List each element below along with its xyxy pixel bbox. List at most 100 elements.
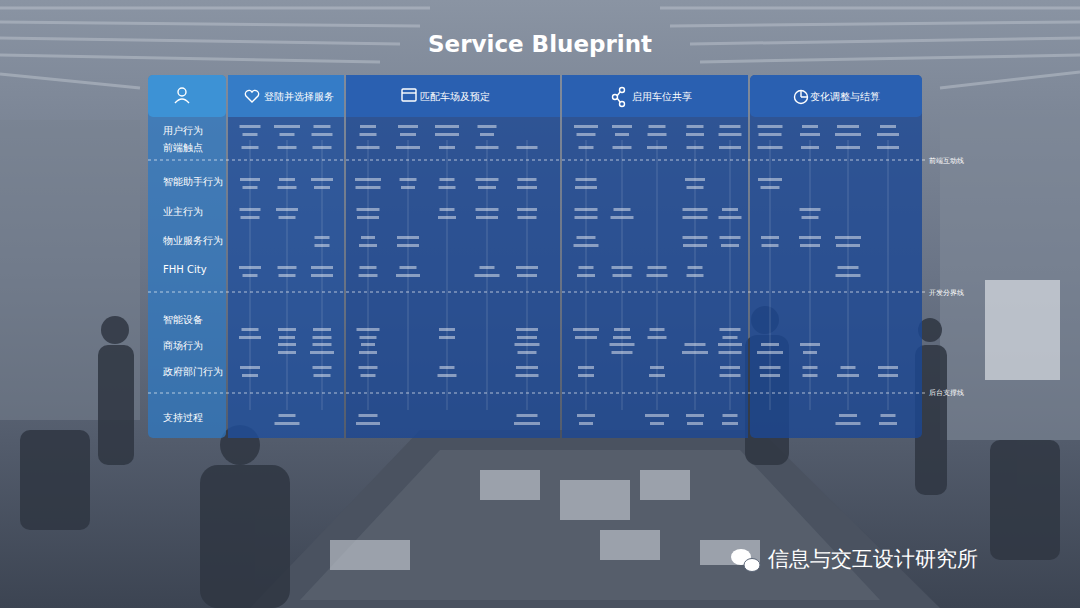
cell-text-mark — [577, 133, 596, 136]
cell-text-mark — [647, 146, 667, 149]
cell-text-mark — [243, 133, 258, 136]
flow-line — [810, 140, 811, 410]
cell-text-mark — [839, 414, 857, 417]
cell-text-mark — [577, 274, 595, 277]
cell-text-mark — [613, 274, 632, 277]
cell-text-mark — [313, 146, 332, 149]
row-label: FHH City — [163, 264, 207, 276]
cell-text-mark — [877, 146, 899, 149]
cell-text-mark — [841, 366, 856, 369]
cell-text-mark — [435, 133, 459, 136]
cell-text-mark — [836, 422, 861, 425]
cell-text-mark — [879, 422, 897, 425]
cell-text-mark — [650, 422, 664, 425]
cell-text-mark — [518, 178, 537, 181]
cell-text-mark — [575, 216, 598, 219]
cell-text-mark — [516, 266, 538, 269]
cell-text-mark — [239, 336, 261, 339]
cell-text-mark — [760, 374, 780, 377]
cell-text-mark — [645, 414, 669, 417]
cell-text-mark — [573, 328, 599, 331]
cell-text-mark — [400, 178, 417, 181]
cell-text-mark — [361, 343, 375, 346]
cell-text-mark — [361, 236, 375, 239]
cell-text-mark — [574, 244, 599, 247]
cell-text-mark — [683, 244, 707, 247]
cell-text-mark — [686, 414, 704, 417]
cell-text-mark — [439, 186, 456, 189]
cell-text-mark — [720, 236, 741, 239]
cell-text-mark — [683, 236, 708, 239]
cell-text-mark — [685, 178, 705, 181]
watermark: 信息与交互设计研究所 — [768, 547, 978, 572]
cell-text-mark — [278, 351, 296, 354]
cell-text-mark — [761, 186, 780, 189]
cell-text-mark — [243, 186, 258, 189]
cell-text-mark — [762, 244, 779, 247]
stage-heading: 启用车位共享 — [632, 91, 748, 103]
cell-text-mark — [240, 178, 260, 181]
cell-text-mark — [440, 366, 455, 369]
cell-text-mark — [278, 343, 296, 346]
stage-panel: 登陆并选择服务 — [228, 75, 344, 438]
cell-text-mark — [614, 208, 631, 211]
cell-text-mark — [577, 236, 596, 239]
cell-text-mark — [687, 146, 704, 149]
cell-text-mark — [314, 374, 331, 377]
cell-text-mark — [761, 343, 779, 346]
cell-text-mark — [579, 266, 594, 269]
cell-text-mark — [400, 266, 417, 269]
cell-text-mark — [761, 236, 779, 239]
cell-text-mark — [574, 125, 598, 128]
cell-text-mark — [722, 422, 738, 425]
cell-text-mark — [439, 328, 455, 331]
cell-text-mark — [241, 216, 260, 219]
cell-text-mark — [480, 266, 495, 269]
cell-text-mark — [718, 343, 742, 346]
cell-text-mark — [315, 236, 330, 239]
cell-text-mark — [803, 351, 817, 354]
cell-text-mark — [438, 374, 457, 377]
stage-panel: 启用车位共享 — [562, 75, 748, 438]
cell-text-mark — [397, 244, 419, 247]
cell-text-mark — [314, 186, 330, 189]
cell-text-mark — [438, 216, 456, 219]
cell-text-mark — [721, 244, 739, 247]
cell-text-mark — [837, 125, 859, 128]
cell-text-mark — [359, 244, 377, 247]
cell-text-mark — [836, 274, 861, 277]
cell-text-mark — [647, 274, 668, 277]
cell-text-mark — [682, 351, 708, 354]
cell-text-mark — [577, 414, 595, 417]
cell-text-mark — [279, 336, 295, 339]
cell-text-mark — [687, 186, 704, 189]
row-label: 业主行为 — [163, 206, 203, 218]
flow-line — [730, 140, 731, 410]
cell-text-mark — [360, 125, 376, 128]
cell-text-mark — [240, 125, 261, 128]
cell-text-mark — [243, 274, 258, 277]
cell-text-mark — [760, 366, 781, 369]
cell-text-mark — [759, 133, 782, 136]
cell-text-mark — [649, 125, 666, 128]
cell-text-mark — [801, 146, 819, 149]
cell-text-mark — [401, 186, 415, 189]
cell-text-mark — [276, 208, 298, 211]
cell-text-mark — [650, 366, 664, 369]
cell-text-mark — [579, 422, 593, 425]
cell-text-mark — [280, 133, 295, 136]
cell-text-mark — [476, 178, 499, 181]
line-label: 开发分界线 — [929, 289, 964, 297]
cell-text-mark — [313, 328, 331, 331]
cell-text-mark — [356, 186, 381, 189]
cell-text-mark — [720, 328, 741, 331]
cell-text-mark — [803, 366, 818, 369]
cell-text-mark — [878, 366, 898, 369]
cell-text-mark — [612, 125, 632, 128]
cell-text-mark — [800, 133, 820, 136]
cell-text-mark — [278, 186, 297, 189]
cell-text-mark — [360, 133, 377, 136]
cell-text-mark — [275, 422, 300, 425]
cell-text-mark — [719, 133, 742, 136]
cell-text-mark — [279, 414, 296, 417]
